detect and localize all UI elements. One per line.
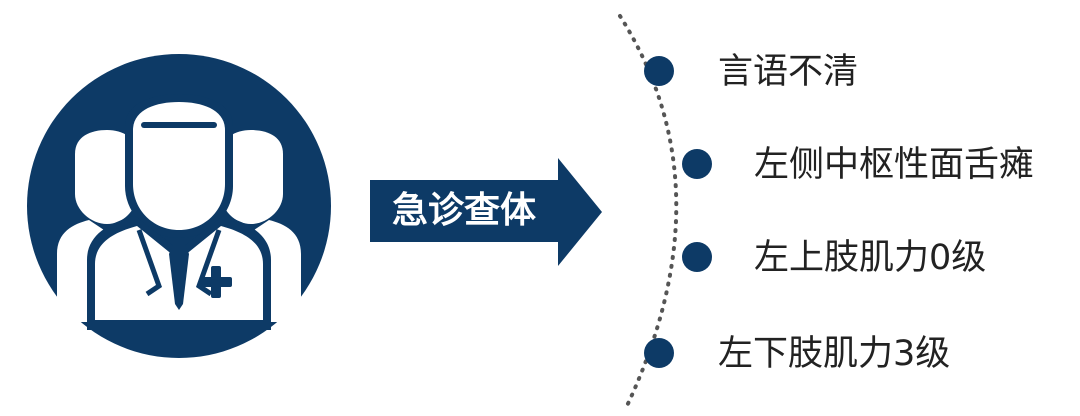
bullet-dot-icon [682,242,712,272]
doctors-group-icon [57,94,301,330]
finding-label: 左侧中枢性面舌瘫 [754,145,1035,185]
finding-label: 左下肢肌力3级 [718,334,951,374]
center-doctor-face [141,122,217,128]
tie-icon [169,244,189,310]
bullet-dot-icon [644,338,674,368]
bullet-dot-icon [682,149,712,179]
bullet-dot-icon [644,56,674,86]
doctors-group-badge [27,54,331,358]
right-arrow-icon [370,158,602,266]
finding-label: 言语不清 [718,52,859,92]
coat-lapels [136,229,222,297]
medical-cross-icon [200,266,232,298]
arrow-label: 急诊查体 [391,190,536,231]
exam-arrow: 急诊查体 [370,158,602,266]
finding-label: 左上肢肌力0级 [754,238,987,278]
